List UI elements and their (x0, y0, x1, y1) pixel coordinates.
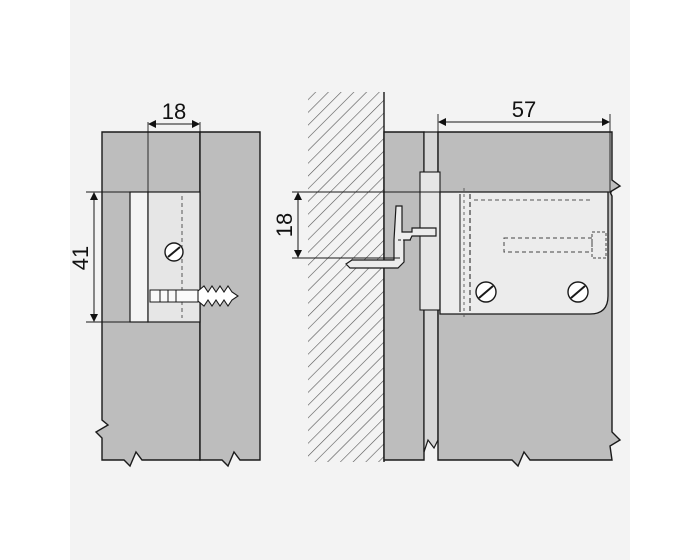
left-insert-plate (129, 191, 149, 323)
left-screw-icon (164, 242, 184, 262)
right-screw-1-icon (475, 281, 497, 303)
hang-hook (345, 205, 437, 269)
right-depth-dimension: 57 (512, 97, 536, 122)
left-width-dimension: 18 (162, 99, 186, 124)
left-height-dimension: 41 (68, 246, 93, 270)
adjustment-screw-icon (503, 231, 607, 259)
left-wood-screw-icon (149, 285, 239, 307)
mounting-plate (419, 171, 441, 311)
right-view: 57 18 (272, 92, 622, 468)
wall-hatch (308, 92, 384, 462)
right-panel-back (383, 131, 425, 461)
left-view: 18 41 (68, 99, 261, 468)
right-screw-2-icon (567, 281, 589, 303)
right-offset-dimension: 18 (272, 213, 297, 237)
